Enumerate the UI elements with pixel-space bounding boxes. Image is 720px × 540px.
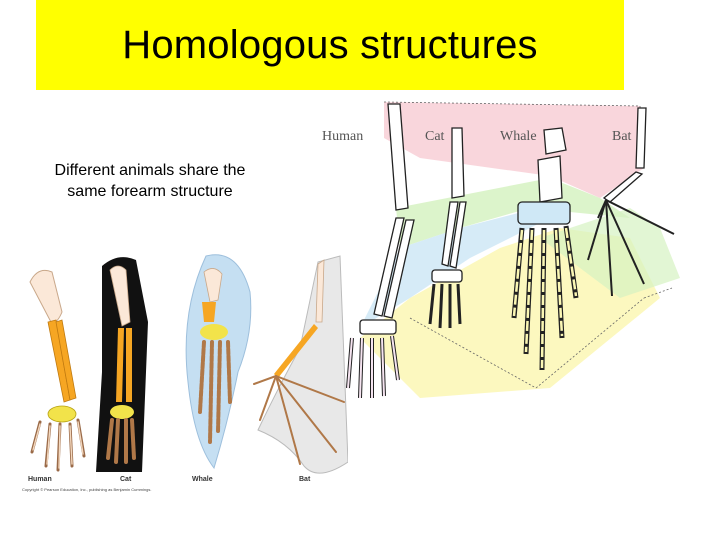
- label-bat-left: Bat: [299, 476, 311, 483]
- label-whale-left: Whale: [192, 476, 213, 483]
- label-whale-right: Whale: [500, 129, 537, 144]
- label-human-left: Human: [28, 476, 52, 483]
- forelimb-comparison-illustration: [29, 254, 348, 474]
- slide-caption: Different animals share the same forearm…: [54, 162, 246, 200]
- cat-forelimb: [96, 257, 148, 472]
- label-bat-right: Bat: [612, 129, 632, 144]
- human-forelimb: [29, 269, 86, 472]
- copyright-notice: Copyright © Pearson Education, Inc., pub…: [22, 487, 152, 492]
- bat-forelimb: [253, 255, 348, 474]
- title-banner: Homologous structures: [36, 0, 624, 90]
- slide-title: Homologous structures: [122, 22, 538, 67]
- label-cat-left: Cat: [120, 476, 132, 483]
- label-human-right: Human: [322, 129, 364, 144]
- homology-bands: [360, 102, 680, 398]
- homology-band-diagram: [346, 101, 680, 398]
- bone-outlines: [346, 103, 675, 398]
- connector-lines: [383, 101, 673, 389]
- label-cat-right: Cat: [425, 129, 445, 144]
- whale-forelimb: [185, 254, 252, 470]
